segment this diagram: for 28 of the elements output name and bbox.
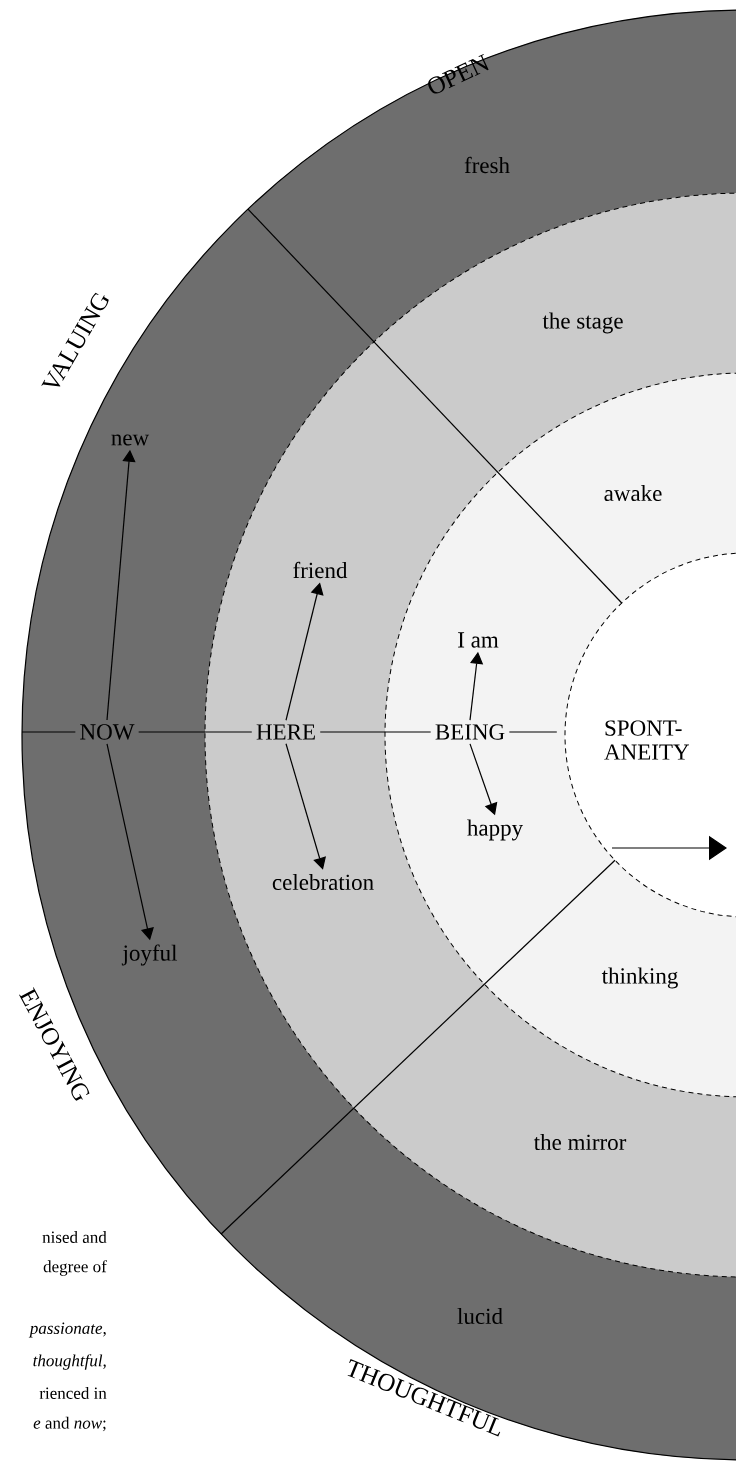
connector [508,731,558,733]
word-label: awake [604,484,662,502]
word-label: HERE [256,724,315,740]
connector [138,731,253,733]
connector [21,731,76,733]
word-label: BEING [435,724,505,740]
word-label: SPONT- ANEITY [604,720,689,760]
body-text: nised and [42,1231,107,1243]
ring-label: OPEN [428,54,489,94]
word-label: NOW [80,724,135,740]
connector [319,731,432,733]
body-text: passionate, [28,1322,106,1338]
word-label: the mirror [533,1133,627,1151]
body-text: degree of [43,1260,107,1276]
connector [285,743,326,870]
body-text: rienced in [39,1387,107,1399]
word-label: friend [293,561,348,579]
word-label: happy [467,819,524,841]
word-label: celebration [272,873,374,891]
word-label: I am [458,632,499,648]
word-label: new [111,434,150,446]
word-label: joyful [121,944,177,966]
word-label: lucid [457,1307,503,1325]
body-text: thoughtful, [33,1354,106,1370]
word-label: the stage [542,312,623,334]
body-text: e and now; [33,1416,106,1432]
word-label: thinking [601,967,678,989]
word-label: fresh [464,156,510,174]
